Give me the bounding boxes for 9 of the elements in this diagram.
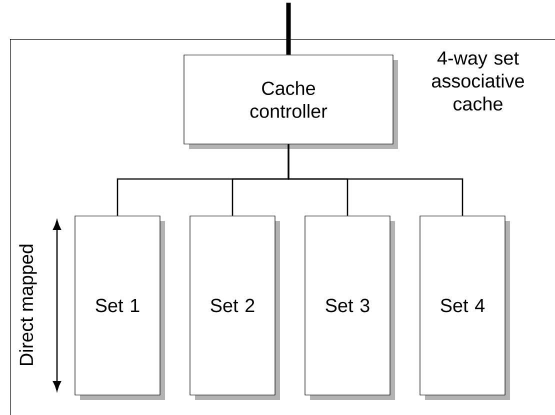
side-label: Direct mapped: [19, 244, 37, 365]
set-box: Set 3: [304, 216, 395, 400]
set-box: Set 2: [190, 216, 280, 400]
set-box: Set 4: [420, 216, 510, 400]
set-box: Set 1: [74, 216, 165, 400]
connector-line: [288, 144, 464, 216]
connector-line: [286, 2, 291, 55]
controller-box: Cache controller: [184, 54, 398, 149]
heading: 4-way set associative cache: [432, 52, 524, 111]
